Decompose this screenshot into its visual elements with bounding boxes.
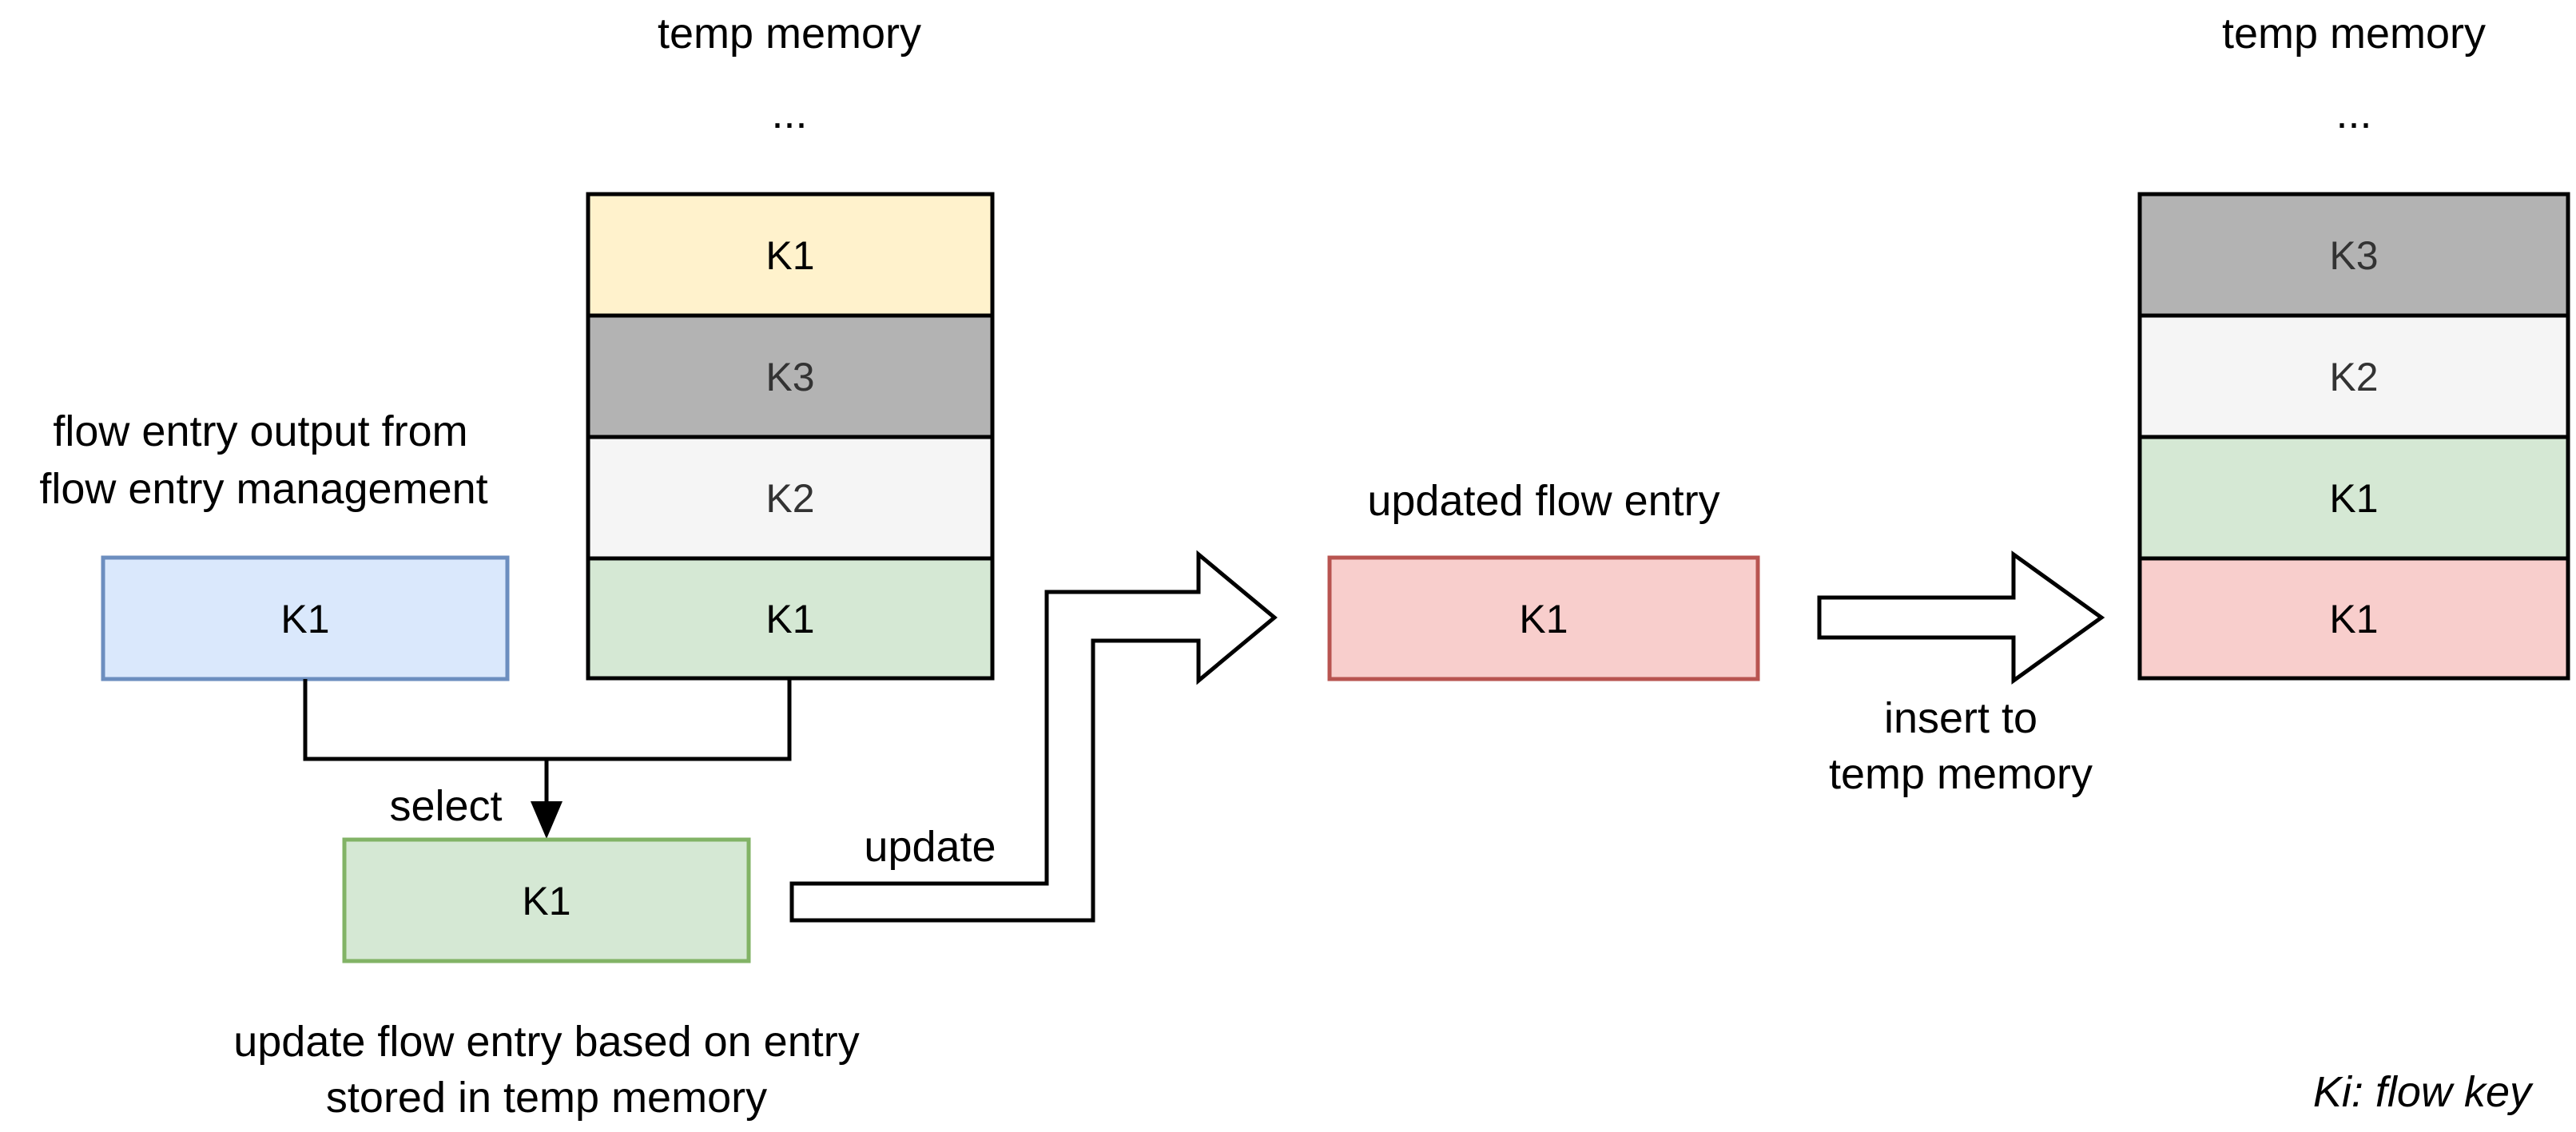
temp-memory-after-cell-1 — [2137, 192, 2570, 318]
temp-memory-right-title: temp memory — [2222, 10, 2486, 58]
insert-label-line2: temp memory — [1829, 750, 2093, 798]
select-label: select — [389, 782, 502, 830]
temp-memory-before-cell-4-label: K1 — [765, 597, 814, 641]
flow-entry-output-label-line1: flow entry output from — [53, 407, 467, 455]
update-arrow — [789, 550, 1278, 923]
temp-memory-before-cell-4 — [586, 556, 995, 681]
temp-memory-after-cell-2 — [2137, 313, 2570, 439]
selected-flow-entry-label: K1 — [522, 879, 570, 923]
temp-memory-after-cell-4-label: K1 — [2329, 597, 2378, 641]
update-description-line2: stored in temp memory — [326, 1074, 767, 1122]
legend-flow-key: Ki: flow key — [2313, 1068, 2534, 1116]
temp-memory-before-cell-1 — [586, 192, 995, 318]
selected-flow-entry-box — [342, 837, 751, 963]
temp-memory-after-cell-2-label: K2 — [2329, 355, 2378, 399]
updated-flow-entry-label: K1 — [1519, 597, 1568, 641]
temp-memory-after-cell-4 — [2137, 556, 2570, 681]
temp-memory-before-cell-1-label: K1 — [765, 233, 814, 278]
temp-memory-before-cell-3 — [586, 435, 995, 561]
temp-memory-right-ellipsis: ... — [2335, 89, 2371, 137]
temp-memory-after-stack: K3 K2 K1 K1 — [2137, 192, 2570, 681]
temp-memory-before-stack: K1 K3 K2 K1 — [586, 192, 995, 681]
update-label: update — [864, 823, 996, 871]
temp-memory-left-ellipsis: ... — [771, 89, 807, 137]
updated-flow-entry-title: updated flow entry — [1367, 477, 1719, 525]
select-arrowhead — [531, 801, 563, 839]
insert-arrow — [1817, 550, 2105, 685]
temp-memory-after-cell-3-label: K1 — [2329, 476, 2378, 521]
temp-memory-after-cell-1-label: K3 — [2329, 233, 2378, 278]
temp-memory-before-cell-3-label: K2 — [765, 476, 814, 521]
updated-flow-entry-box — [1327, 555, 1760, 681]
input-flow-entry-label: K1 — [280, 597, 329, 641]
temp-memory-left-title: temp memory — [658, 10, 921, 58]
insert-label-line1: insert to — [1884, 694, 2037, 742]
temp-memory-before-cell-2-label: K3 — [765, 355, 814, 399]
flow-entry-output-label-line2: flow entry management — [39, 465, 487, 513]
update-description-line1: update flow entry based on entry — [233, 1018, 860, 1066]
temp-memory-before-cell-2 — [586, 313, 995, 439]
